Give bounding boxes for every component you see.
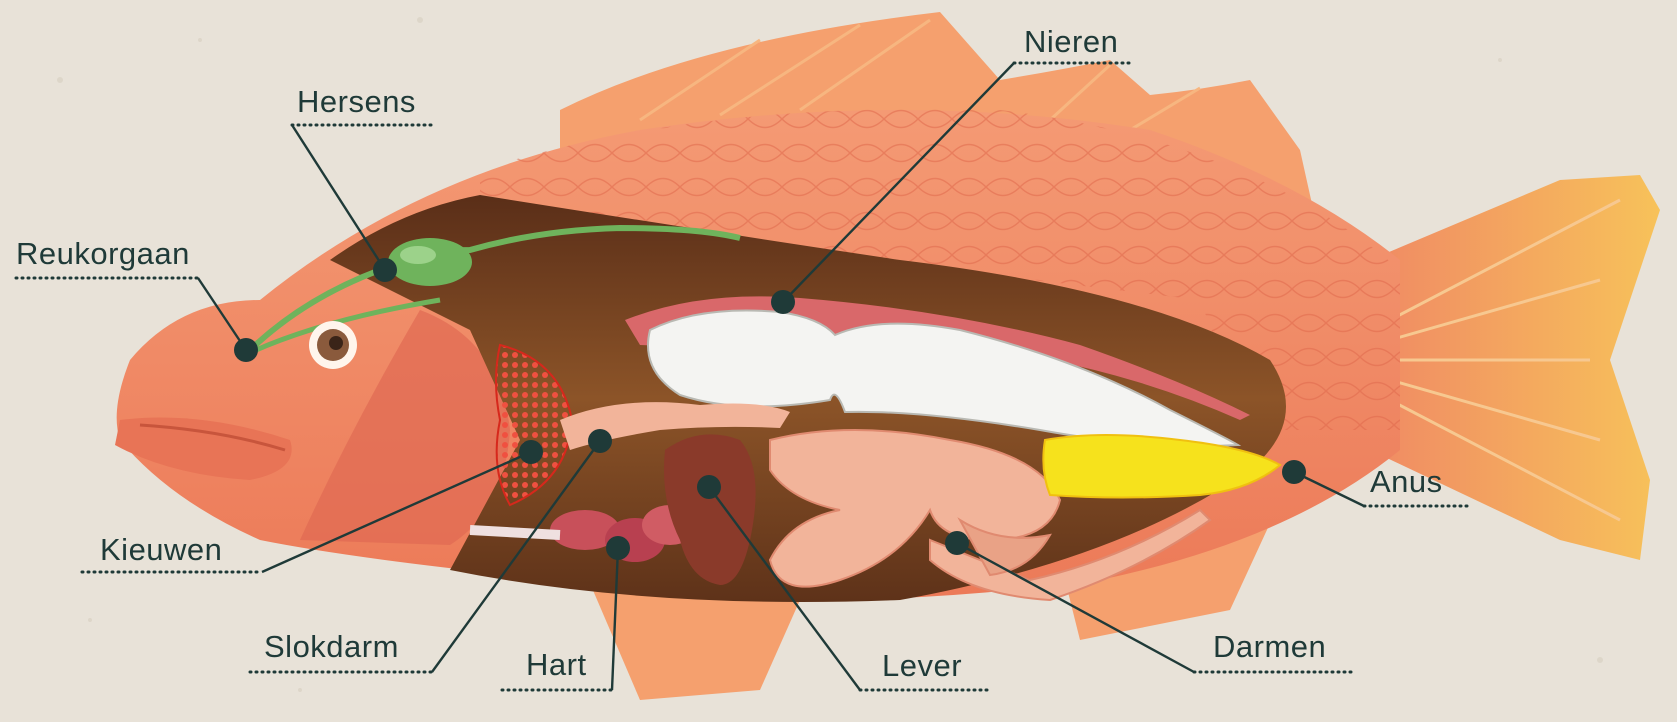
label-text: Nieren	[1024, 24, 1118, 59]
label-text: Kieuwen	[100, 532, 222, 567]
label-text: Hart	[526, 647, 587, 682]
tail-fin	[1370, 175, 1660, 560]
brain	[388, 238, 472, 286]
label-text: Anus	[1370, 464, 1443, 499]
label-text: Slokdarm	[264, 629, 399, 664]
label-text: Darmen	[1213, 629, 1326, 664]
brain-highlight	[400, 246, 436, 264]
eye-pupil	[329, 336, 343, 350]
label-text: Reukorgaan	[16, 236, 190, 271]
label-text: Lever	[882, 648, 962, 683]
label-text: Hersens	[297, 84, 416, 119]
